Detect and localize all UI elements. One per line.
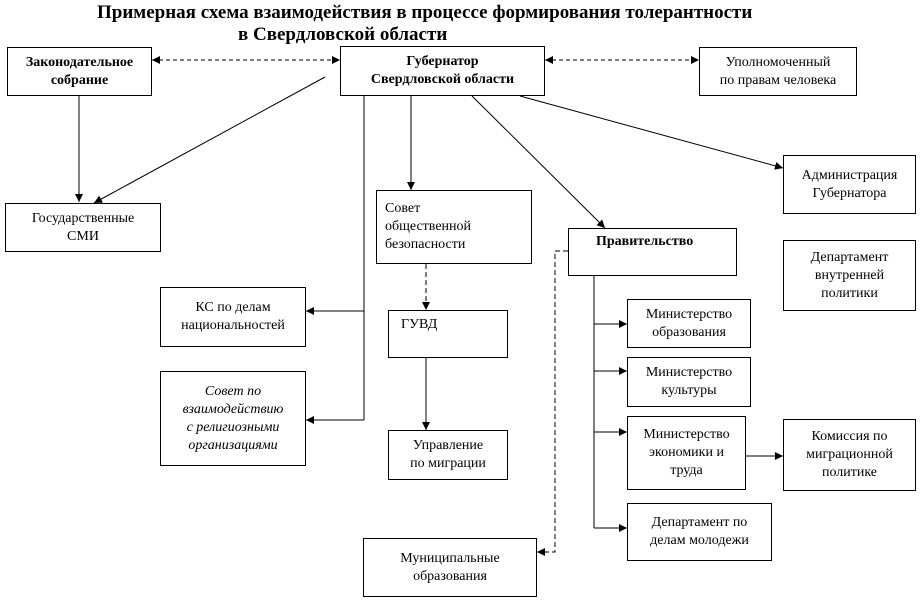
node-internal-policy-department: Департамент внутренней политики: [783, 240, 916, 311]
node-ombudsman: Уполномоченный по правам человека: [699, 47, 857, 96]
node-government: Правительство: [568, 228, 737, 276]
link-government-municipalities: [537, 250, 568, 556]
link-governor-media: [93, 76, 326, 204]
node-state-media: Государственные СМИ: [5, 203, 161, 252]
node-municipalities: Муниципальные образования: [363, 538, 537, 597]
node-legislative-assembly: Законодательное собрание: [7, 47, 152, 96]
node-ministry-economy: Министерство экономики и труда: [627, 416, 746, 490]
node-migration-commission: Комиссия по миграционной политике: [783, 419, 916, 491]
node-youth-department: Департамент по делам молодежи: [627, 503, 772, 561]
node-governor-administration: Администрация Губернатора: [783, 155, 916, 214]
diagram-title-line2: в Свердловской области: [238, 24, 448, 45]
diagram-title-line1: Примерная схема взаимодействия в процесс…: [97, 2, 753, 23]
node-guvd: ГУВД: [388, 310, 508, 358]
node-migration-office: Управление по миграции: [388, 430, 508, 480]
link-governor-government: [471, 95, 606, 229]
node-ks-nationalities: КС по делам национальностей: [160, 287, 306, 347]
link-governor-administration: [519, 95, 784, 170]
node-security-council: Совет общественной безопасности: [376, 190, 532, 264]
node-religious-council: Совет по взаимодействию с религиозными о…: [160, 371, 306, 466]
node-governor: Губернатор Свердловской области: [340, 46, 545, 96]
node-ministry-education: Министерство образования: [627, 299, 751, 348]
node-ministry-culture: Министерство культуры: [627, 357, 751, 407]
